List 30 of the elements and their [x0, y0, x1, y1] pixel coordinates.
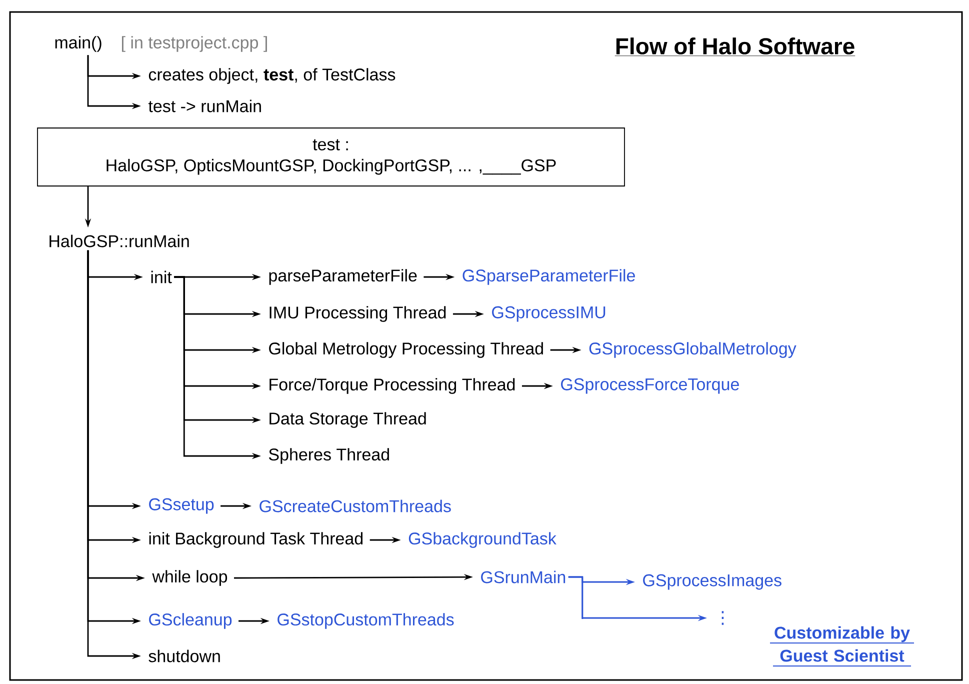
function-label: GSprocessForceTorque: [561, 378, 739, 394]
function-label: GSbackgroundTask: [408, 532, 556, 548]
file-note: [ in testproject.cpp ]: [122, 36, 267, 52]
function-label: GScreateCustomThreads: [260, 500, 451, 512]
function-label: GSsetup: [149, 498, 214, 514]
step-label: init Background Task Thread: [149, 532, 363, 548]
function-label: GSrunMain: [481, 570, 566, 584]
step-label: main(): [55, 36, 102, 52]
function-label: GSstopCustomThreads: [278, 613, 454, 629]
function-label: GSprocessImages: [643, 574, 782, 590]
step-label: Force/Torque Processing Thread: [270, 378, 515, 394]
step-label: Data Storage Thread: [270, 412, 426, 428]
function-label: ⋮: [722, 611, 724, 625]
step-label: Global Metrology Processing Thread: [269, 342, 543, 358]
diagram-title: Flow of Halo Software: [614, 38, 856, 56]
step-label: creates object, test, of TestClass: [148, 68, 396, 84]
step-label: init: [151, 270, 172, 284]
function-label: GSprocessGlobalMetrology: [589, 342, 796, 358]
class-box: test : HaloGSP, OpticsMountGSP, DockingPortGSP, ... ,____GSP: [37, 128, 625, 186]
step-label: HaloGSP::runMain: [50, 234, 189, 248]
step-label: while loop: [152, 570, 228, 586]
step-label: parseParameterFile: [269, 269, 417, 285]
note-text: Customizable by Guest Scientist: [770, 626, 914, 666]
function-label: GSparseParameterFile: [462, 269, 635, 285]
step-label: shutdown: [148, 650, 220, 662]
step-label: Spheres Thread: [268, 448, 389, 464]
function-label: GScleanup: [149, 613, 232, 629]
step-label: IMU Processing Thread: [270, 306, 446, 322]
function-label: GSprocessIMU: [492, 306, 606, 322]
step-label: test -> runMain: [148, 100, 261, 112]
